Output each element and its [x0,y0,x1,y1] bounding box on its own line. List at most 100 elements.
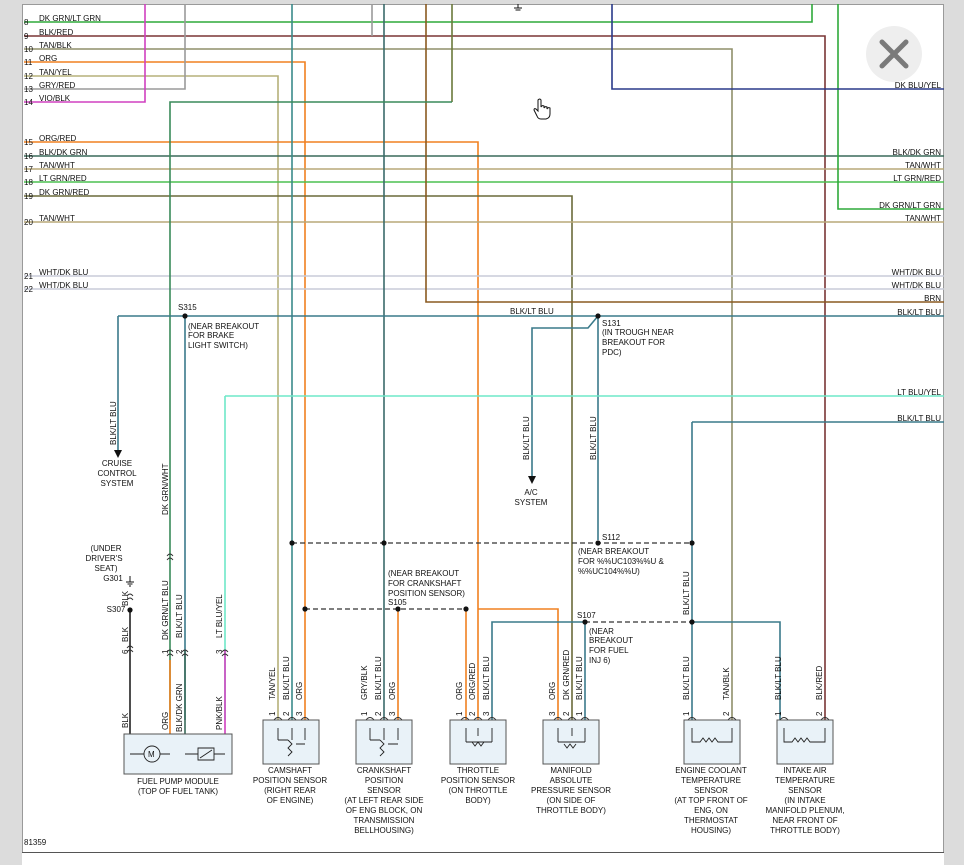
right-label: LT BLU/YEL [897,388,941,397]
component-label: (AT LEFT REAR SIDE [344,796,423,805]
splice-note: LIGHT SWITCH) [188,341,248,350]
component-label: FUEL PUMP MODULE [137,777,219,786]
right-label: DK GRN/LT GRN [879,201,941,210]
component-label: OF ENG BLOCK, ON [346,806,423,815]
wire-num-21: 21 [24,272,33,281]
splice-dot [289,540,295,546]
component-label: TRANSMISSION [354,816,415,825]
component-label: OF ENGINE) [267,796,314,805]
splice-dot-s112 [595,540,601,546]
component-label: THERMOSTAT [684,816,738,825]
right-label: TAN/WHT [905,161,941,170]
pin-number: 1 [455,711,464,716]
right-label: BRN [924,294,941,303]
vwire-label: ORG [548,682,557,700]
vwire-label: DK GRN/LT BLU [161,580,170,640]
component-label: TEMPERATURE [775,776,835,785]
component-label: (TOP OF FUEL TANK) [138,787,218,796]
wire-label-13: GRY/RED [39,81,76,90]
component-label: CRANKSHAFT [357,766,411,775]
crankshaft-sensor-box [355,719,413,765]
component-label: THROTTLE BODY) [770,826,840,835]
wire-num-14: 14 [24,98,33,107]
wire-labels: 8 DK GRN/LT GRN 9 BLK/RED 10 TAN/BLK 11 … [24,14,101,294]
ground-note: SEAT) [95,564,118,573]
wire-label-21: WHT/DK BLU [39,268,89,277]
splice-note: INJ 6) [589,656,611,665]
right-label: WHT/DK BLU [892,281,942,290]
component-label: PRESSURE SENSOR [531,786,611,795]
splice-label-s105: S105 [388,598,407,607]
splice-note: (NEAR BREAKOUT [388,569,459,578]
right-label: DK BLU/YEL [895,81,942,90]
splice-label-s131: S131 [602,319,621,328]
splice-note: (NEAR BREAKOUT [188,322,259,331]
right-label: LT GRN/RED [893,174,941,183]
vwire-label: BLK/LT BLU [575,656,584,700]
system-label-ac: A/C [524,488,538,497]
system-label-cruise: CRUISE [102,459,132,468]
pin-number: 1 [774,711,783,716]
component-label: ENGINE COOLANT [675,766,747,775]
pin-number: 1 [268,711,277,716]
pin-number: 6 [121,649,130,654]
wire-label-20: TAN/WHT [39,214,75,223]
vwire-label: TAN/YEL [268,667,277,700]
wire-num-16: 16 [24,152,33,161]
wire-label-17: TAN/WHT [39,161,75,170]
splice-note: POSITION SENSOR) [388,589,465,598]
splice-dot [463,606,469,612]
pin-number: 2 [282,711,291,716]
close-button[interactable] [866,26,922,82]
ground-icon [126,4,522,587]
vwire-label: BLK/LT BLU [682,571,691,615]
vwire-label: BLK/LT BLU [282,656,291,700]
splice-note: BREAKOUT [589,636,633,645]
vwire-label: BLK/LT BLU [522,416,531,460]
right-edge-labels: DK BLU/YEL BLK/DK GRN TAN/WHT LT GRN/RED… [879,81,941,423]
pin-number: 2 [815,711,824,716]
ground-label-g301: G301 [103,574,123,583]
splice-dot-s307 [127,607,133,613]
wire-num-13: 13 [24,85,33,94]
wire-num-19: 19 [24,192,33,201]
pin-number: 2 [374,711,383,716]
hand-pointer-icon [533,98,551,120]
splice-label-s112: S112 [602,533,621,542]
wire-label-14: VIO/BLK [39,94,71,103]
vwire-label: LT BLU/YEL [215,594,224,638]
vwire-label: BLK/LT BLU [682,656,691,700]
vwire-label: ORG/RED [468,662,477,700]
wire-label-9: BLK/RED [39,28,73,37]
wire-num-8: 8 [24,18,29,27]
component-label: POSITION SENSOR [253,776,327,785]
splice-note: FOR BRAKE [188,331,234,340]
footer-strip [22,852,944,865]
component-label: SENSOR [694,786,728,795]
component-label: MANIFOLD [550,766,592,775]
vwire-label: DK GRN/WHT [161,463,170,515]
vwire-label: BLK/RED [815,666,824,700]
wire-num-10: 10 [24,45,33,54]
splice-note: FOR CRANKSHAFT [388,579,461,588]
vwire-label: BLK/LT BLU [482,656,491,700]
component-label: BODY) [465,796,491,805]
vwire-label: BLK [121,590,130,606]
component-label: SENSOR [367,786,401,795]
splice-label-s307: S307 [107,605,126,614]
pin-number: 3 [295,711,304,716]
wire-label-11: ORG [39,54,57,63]
component-label: THROTTLE BODY) [536,806,606,815]
vwire-label: BLK/DK GRN [175,683,184,732]
vwire-label: TAN/BLK [722,667,731,700]
vwire-label: BLK/LT BLU [374,656,383,700]
wire-label-10: TAN/BLK [39,41,72,50]
pin-number: 3 [482,711,491,716]
right-label: TAN/WHT [905,214,941,223]
splice-dot-s107 [582,619,588,625]
arrow-icon [114,450,122,458]
component-label: INTAKE AIR [783,766,827,775]
vwire-label: ORG [161,712,170,730]
ground-note: DRIVER'S [85,554,122,563]
